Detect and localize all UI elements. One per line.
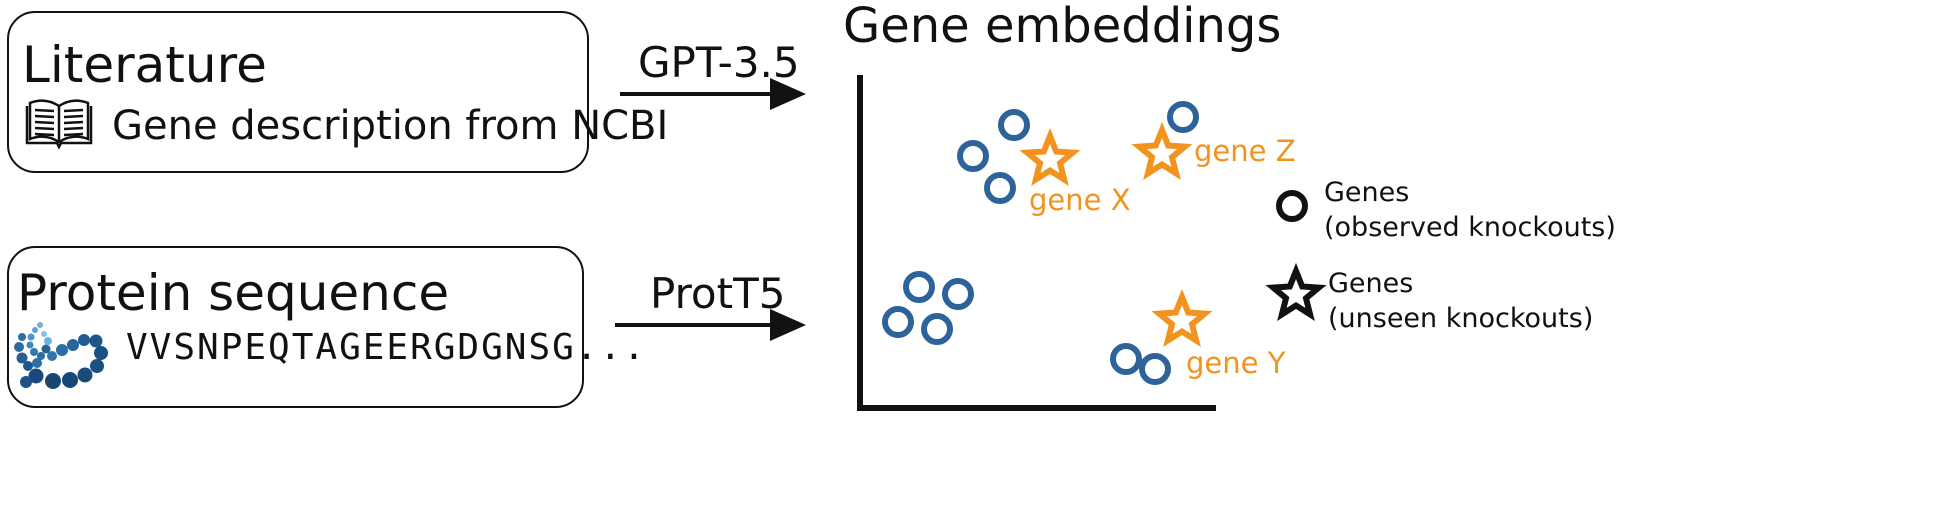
protein-sequence: VVSNPEQTAGEERGDGNSG... bbox=[126, 327, 647, 368]
observed-gene-circle bbox=[1110, 343, 1142, 375]
gene-y-label: gene Y bbox=[1186, 346, 1286, 380]
gene-z-star bbox=[1131, 121, 1193, 180]
observed-gene-circle bbox=[1139, 353, 1171, 385]
gene-y-star bbox=[1151, 288, 1213, 347]
gene-x-label: gene X bbox=[1029, 183, 1131, 217]
legend-markers bbox=[1265, 190, 1327, 321]
observed-gene-circle bbox=[957, 140, 989, 172]
literature-title: Literature bbox=[22, 36, 267, 94]
legend-unseen-line1: Genes bbox=[1328, 268, 1414, 299]
observed-gene-circle bbox=[1167, 101, 1199, 133]
plot-title: Gene embeddings bbox=[843, 0, 1282, 54]
observed-gene-markers bbox=[882, 101, 1199, 385]
observed-gene-circle bbox=[903, 271, 935, 303]
observed-gene-circle bbox=[882, 306, 914, 338]
legend-unseen-text: Genes (unseen knockouts) bbox=[1328, 266, 1593, 336]
protein-box bbox=[7, 246, 584, 408]
literature-box bbox=[7, 11, 589, 173]
gene-z-label: gene Z bbox=[1194, 134, 1296, 168]
protein-title: Protein sequence bbox=[17, 264, 450, 322]
legend-circle-icon bbox=[1276, 190, 1308, 222]
unseen-gene-markers bbox=[1019, 121, 1213, 347]
gene-x-star bbox=[1019, 127, 1081, 186]
observed-gene-circle bbox=[998, 109, 1030, 141]
legend-observed-line1: Genes bbox=[1324, 177, 1410, 208]
legend-observed-text: Genes (observed knockouts) bbox=[1324, 175, 1616, 245]
legend-observed-line2: (observed knockouts) bbox=[1324, 212, 1616, 244]
prott5-label: ProtT5 bbox=[650, 269, 786, 318]
legend-star-icon bbox=[1265, 262, 1327, 321]
literature-description: Gene description from NCBI bbox=[112, 103, 669, 149]
observed-gene-circle bbox=[942, 278, 974, 310]
plot-axes bbox=[857, 75, 1216, 411]
gpt-label: GPT-3.5 bbox=[638, 38, 800, 87]
observed-gene-circle bbox=[921, 313, 953, 345]
observed-gene-circle bbox=[984, 172, 1016, 204]
legend-unseen-line2: (unseen knockouts) bbox=[1328, 303, 1594, 335]
